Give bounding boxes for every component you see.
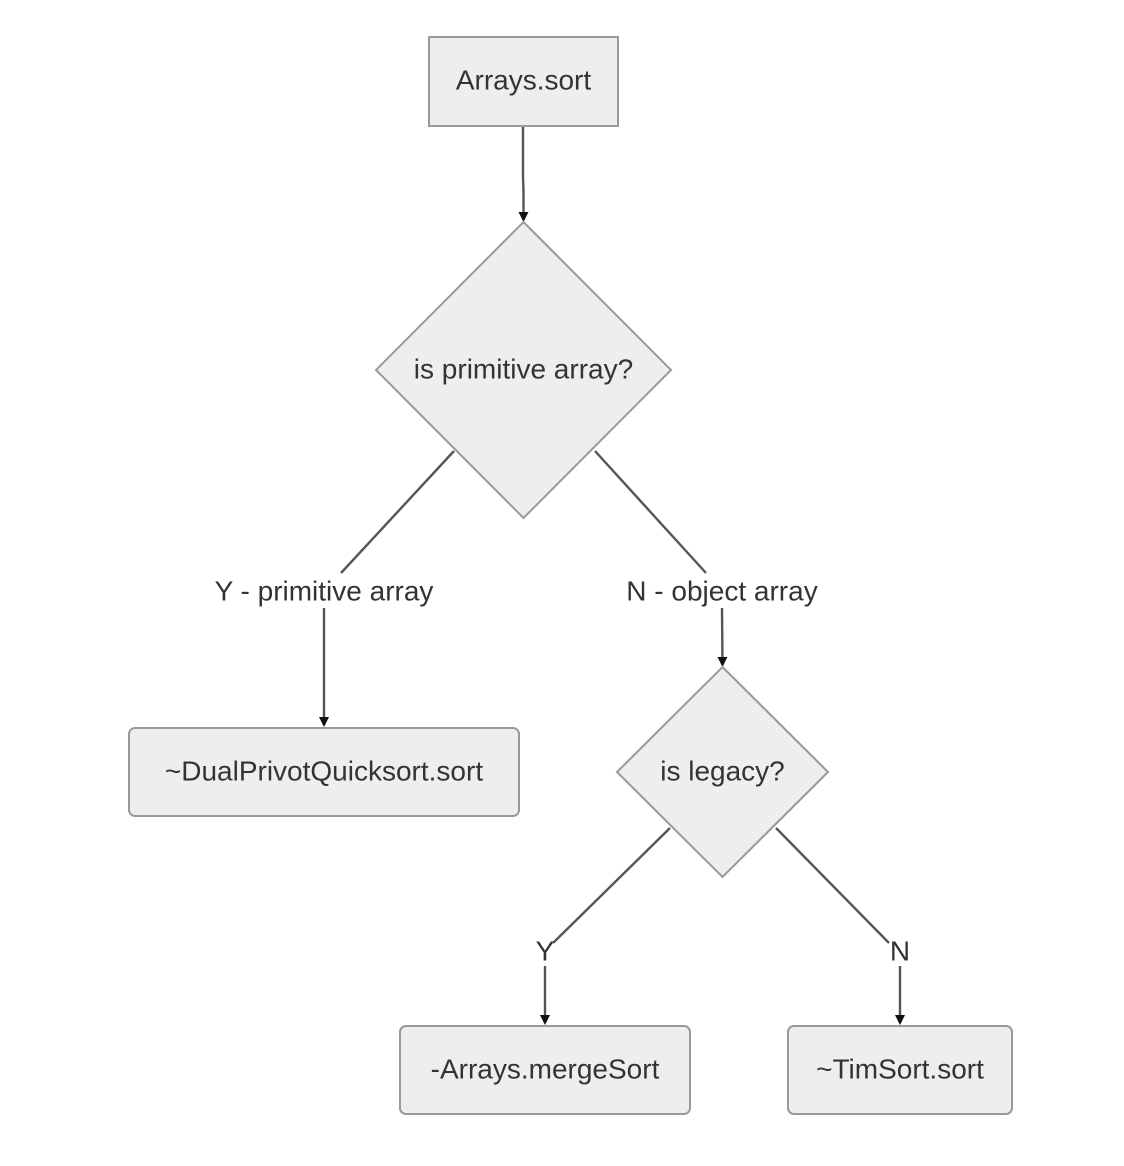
primitive-decision-label: is primitive array? — [414, 353, 633, 384]
dual-pivot-label: ~DualPrivotQuicksort.sort — [165, 755, 483, 786]
legacy-decision-node: is legacy? — [615, 665, 830, 879]
tim-sort-label: ~TimSort.sort — [816, 1053, 984, 1084]
dual-pivot-node: ~DualPrivotQuicksort.sort — [128, 727, 520, 817]
edge-label-legacy-no: N — [890, 935, 910, 966]
edge-primitive-decision-to-no-label — [594, 450, 707, 574]
tim-sort-node: ~TimSort.sort — [787, 1025, 1013, 1115]
edge-start-to-primitive-decision — [518, 126, 529, 222]
primitive-decision-node: is primitive array? — [374, 220, 673, 520]
edge-legacy-decision-to-no-label — [775, 827, 890, 944]
start-node: Arrays.sort — [428, 36, 619, 127]
edge-label-legacy-yes: Y — [536, 935, 555, 966]
edge-primitive-decision-to-yes-label — [340, 450, 455, 574]
edge-no-label-to-legacy-decision — [717, 607, 728, 667]
merge-sort-label: -Arrays.mergeSort — [431, 1053, 660, 1084]
edge-label-primitive-no: N - object array — [626, 575, 817, 606]
edge-legacy-decision-to-yes-label — [552, 827, 671, 944]
edges — [319, 126, 905, 1025]
legacy-decision-label: is legacy? — [660, 755, 785, 786]
merge-sort-node: -Arrays.mergeSort — [399, 1025, 691, 1115]
edge-label-primitive-yes: Y - primitive array — [215, 575, 434, 606]
start-node-label: Arrays.sort — [456, 64, 592, 95]
